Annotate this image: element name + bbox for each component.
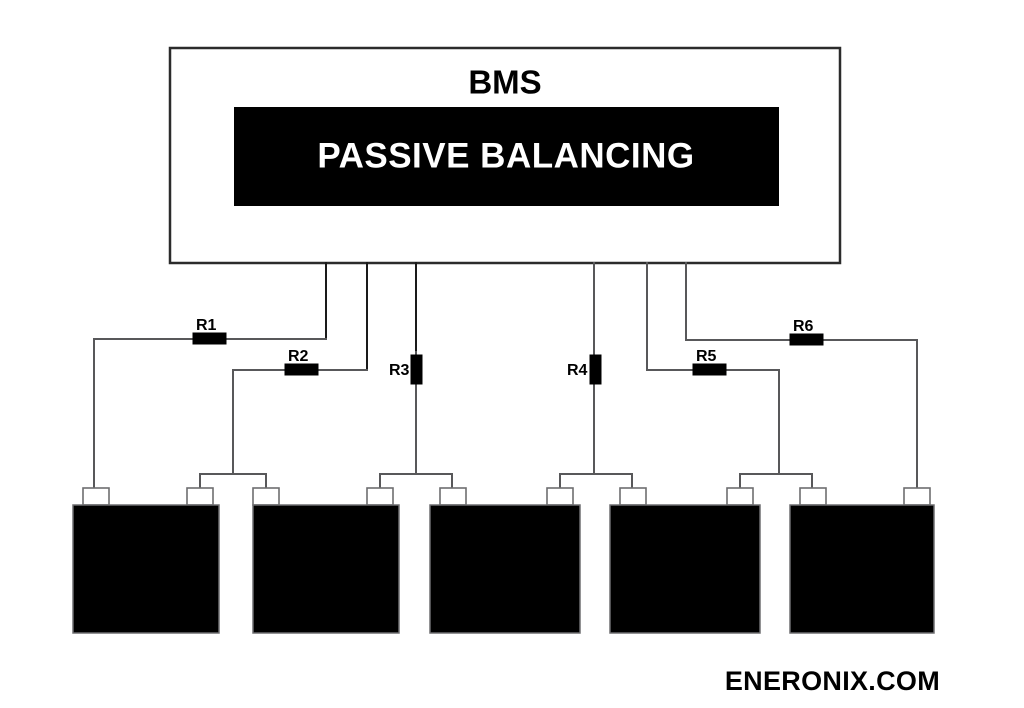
- passive-balancing-label: PASSIVE BALANCING: [317, 136, 694, 175]
- cell-2-terminal-positive: [366, 487, 394, 506]
- inter-cell-bridges: [199, 473, 813, 489]
- cell-5-body: [789, 504, 935, 634]
- resistor-r5-body: [692, 363, 727, 376]
- resistor-r6-label: R6: [793, 318, 814, 335]
- resistor-r2-body: [284, 363, 319, 376]
- resistor-r1-label: R1: [196, 317, 217, 334]
- balancing-branch-r1: R1: [93, 317, 327, 489]
- r2-wire: [232, 369, 368, 475]
- balancing-branch-r3: R3: [389, 351, 423, 475]
- cell-4-body: [609, 504, 761, 634]
- r5-wire: [646, 369, 780, 475]
- balancing-branch-r5: R5: [646, 348, 780, 475]
- battery-cell-1: [72, 487, 220, 634]
- passive-balancing-banner: [234, 107, 779, 206]
- resistor-r4-body: [589, 354, 602, 385]
- resistor-r3-label: R3: [389, 362, 410, 379]
- r1-wire: [93, 338, 327, 489]
- battery-cell-4: [609, 487, 761, 634]
- bms-tap-wires: [325, 262, 687, 371]
- cell-5-terminal-negative: [799, 487, 827, 506]
- cell-2-body: [252, 504, 400, 634]
- cell-2-terminal-negative: [252, 487, 280, 506]
- cell-4-terminal-positive: [726, 487, 754, 506]
- resistor-r4-label: R4: [567, 362, 588, 379]
- battery-pack: [72, 487, 935, 634]
- bridge-cell3-cell4: [559, 473, 633, 489]
- resistor-r5-label: R5: [696, 348, 717, 365]
- brand-watermark: ENERONIX.COM: [725, 666, 940, 696]
- cell-4-terminal-negative: [619, 487, 647, 506]
- cell-1-terminal-positive: [186, 487, 214, 506]
- r6-wire: [685, 339, 918, 489]
- cell-1-terminal-negative: [82, 487, 110, 506]
- cell-3-body: [429, 504, 581, 634]
- balancing-branch-r2: R2: [232, 348, 368, 475]
- cell-1-body: [72, 504, 220, 634]
- resistor-r6-body: [789, 333, 824, 346]
- resistor-r1-body: [192, 332, 227, 345]
- balancing-branch-r6: R6: [685, 318, 918, 489]
- resistor-r2-label: R2: [288, 348, 309, 365]
- bridge-cell1-cell2: [199, 473, 267, 489]
- resistor-r3-body: [410, 354, 423, 385]
- battery-cell-5: [789, 487, 935, 634]
- balancing-branch-r4: R4: [567, 351, 602, 475]
- bridge-cell2-cell3: [379, 473, 453, 489]
- bms-title: BMS: [468, 64, 541, 101]
- cell-5-terminal-positive: [903, 487, 931, 506]
- bridge-cell4-cell5: [739, 473, 813, 489]
- cell-3-terminal-negative: [439, 487, 467, 506]
- battery-cell-2: [252, 487, 400, 634]
- cell-3-terminal-positive: [546, 487, 574, 506]
- battery-cell-3: [429, 487, 581, 634]
- bms-module: BMS PASSIVE BALANCING: [168, 46, 842, 265]
